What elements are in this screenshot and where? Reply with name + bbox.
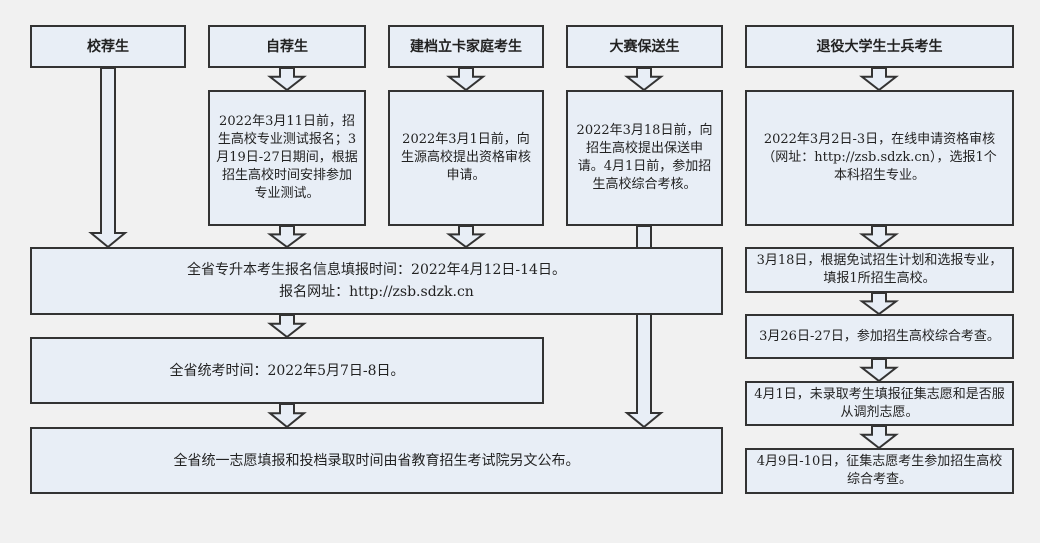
veteran-step-1: 3月18日，根据免试招生计划和选报专业，填报1所招生高校。 <box>745 247 1014 293</box>
registration-url: 报名网址：http://zsb.sdzk.cn <box>279 284 474 300</box>
down-arrow-icon <box>267 314 307 339</box>
down-arrow-icon <box>445 225 487 249</box>
header-poor-family: 建档立卡家庭考生 <box>388 25 544 68</box>
detail-competition: 2022年3月18日前，向招生高校提出保送申请。4月1日前，参加招生高校综合考核… <box>566 90 723 226</box>
detail-veteran: 2022年3月2日-3日，在线申请资格审核（网址：http://zsb.sdzk… <box>745 90 1014 226</box>
exam-box: 全省统考时间：2022年5月7日-8日。 <box>30 337 544 404</box>
veteran-step-3: 4月1日，未录取考生填报征集志愿和是否服从调剂志愿。 <box>745 381 1014 426</box>
down-arrow-icon <box>267 67 307 92</box>
down-arrow-icon <box>446 67 486 92</box>
admission-box: 全省统一志愿填报和投档录取时间由省教育招生考试院另文公布。 <box>30 427 723 494</box>
veteran-step-4: 4月9日-10日，征集志愿考生参加招生高校综合考查。 <box>745 448 1014 494</box>
header-self-recommended: 自荐生 <box>208 25 366 68</box>
detail-poor-family: 2022年3月1日前，向生源高校提出资格审核申请。 <box>388 90 544 226</box>
down-arrow-icon <box>266 225 308 249</box>
header-competition: 大赛保送生 <box>566 25 723 68</box>
down-arrow-icon <box>88 67 128 249</box>
veteran-step-2: 3月26日-27日，参加招生高校综合考查。 <box>745 314 1014 359</box>
down-arrow-icon <box>859 358 899 383</box>
down-arrow-icon <box>859 67 899 92</box>
header-veteran: 退役大学生士兵考生 <box>745 25 1014 68</box>
header-school-recommended: 校荐生 <box>30 25 186 68</box>
down-arrow-icon <box>624 67 664 92</box>
detail-self-recommended: 2022年3月11日前，招生高校专业测试报名；3月19日-27日期间，根据招生高… <box>208 90 366 226</box>
down-arrow-icon <box>858 225 900 249</box>
down-arrow-icon <box>859 425 899 450</box>
down-arrow-icon <box>858 292 900 316</box>
registration-box: 全省专升本考生报名信息填报时间：2022年4月12日-14日。 报名网址：htt… <box>30 247 723 315</box>
down-arrow-icon <box>267 403 307 429</box>
registration-time: 全省专升本考生报名信息填报时间：2022年4月12日-14日。 <box>187 262 566 278</box>
